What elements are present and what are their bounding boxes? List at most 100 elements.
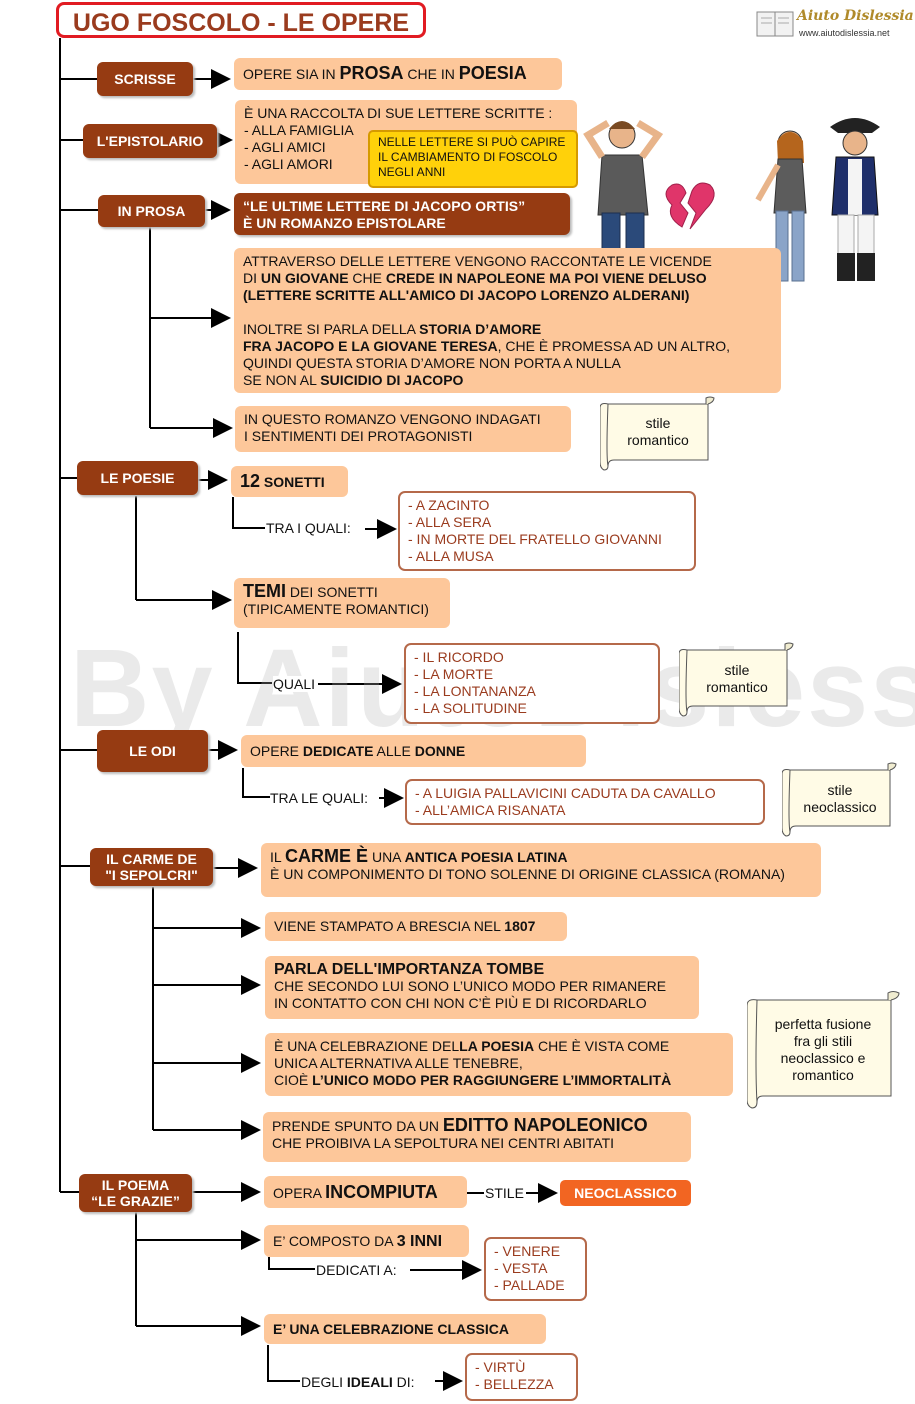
note-line: NELLE LETTERE SI PUÒ CAPIRE — [378, 135, 566, 149]
text-bold: 1807 — [504, 918, 536, 934]
prosa-title-box: “LE ULTIME LETTERE DI JACOPO ORTIS” È UN… — [234, 193, 570, 235]
note-line: IL CAMBIAMENTO DI FOSCOLO — [378, 150, 558, 164]
text-line: INOLTRE SI PARLA DELLA STORIA D’AMORE — [243, 321, 772, 338]
style-line: neoclassico e — [780, 1050, 866, 1066]
list-item: - VENERE — [494, 1243, 561, 1259]
odi-list: - A LUIGIA PALLAVICINI CADUTA DA CAVALLO… — [405, 779, 765, 825]
temi-list: - IL RICORDO - LA MORTE - LA LONTANANZA … — [404, 643, 660, 724]
text-bold: DONNE — [414, 743, 466, 759]
category-grazie: IL POEMA “LE GRAZIE” — [79, 1174, 192, 1212]
text-line: È UNA CELEBRAZIONE DELLA POESIA CHE È VI… — [274, 1038, 724, 1055]
list-item: - LA MORTE — [414, 666, 494, 682]
text: SE NON AL — [243, 372, 321, 388]
text-bold: CARME È — [285, 846, 369, 866]
logo: Aiuto Dislessia www.aiutodislessia.net — [755, 6, 914, 42]
category-label: IL CARME DE — [106, 851, 197, 867]
category-label: IL POEMA — [101, 1177, 170, 1193]
text-line: (LETTERE SCRITTE ALL'AMICO DI JACOPO LOR… — [243, 287, 772, 304]
list-item: - A ZACINTO — [408, 497, 490, 513]
list-item: - ALLA MUSA — [408, 548, 494, 564]
text-line: (TIPICAMENTE ROMANTICI) — [243, 601, 429, 617]
broken-heart-icon — [665, 182, 715, 230]
sonetti-list: - A ZACINTO - ALLA SERA - IN MORTE DEL F… — [398, 491, 696, 571]
prosa-feelings-box: IN QUESTO ROMANZO VENGONO INDAGATI I SEN… — [235, 406, 571, 452]
text: E’ COMPOSTO DA — [273, 1233, 397, 1249]
text-line: IN CONTATTO CON CHI NON C’È PIÙ E DI RIC… — [274, 995, 647, 1011]
neoclassico-badge: NEOCLASSICO — [560, 1180, 691, 1206]
style-line: perfetta fusione — [774, 1016, 872, 1032]
text: DI — [243, 270, 261, 286]
logo-name: Aiuto Dislessia — [797, 8, 914, 24]
category-odi: LE ODI — [97, 730, 208, 772]
text: È UNA CELEBRAZIONE DEL — [274, 1038, 460, 1054]
text: CHE — [348, 270, 386, 286]
text-bold: POESIA — [458, 63, 527, 83]
text-line: È UN COMPONIMENTO DI TONO SOLENNE DI ORI… — [270, 866, 785, 882]
list-item: - VESTA — [494, 1260, 548, 1276]
category-label: L'EPISTOLARIO — [96, 133, 204, 149]
text: DEGLI — [301, 1374, 347, 1390]
text-line: I SENTIMENTI DEI PROTAGONISTI — [244, 428, 473, 444]
text: IL — [270, 849, 286, 865]
category-label: LE ODI — [129, 743, 176, 759]
text: OPERA — [273, 1185, 326, 1201]
text-line: PRENDE SPUNTO DA UN EDITTO NAPOLEONICO — [272, 1115, 682, 1135]
text-line: È UN ROMANZO EPISTOLARE — [243, 215, 446, 231]
label-stile: STILE — [485, 1185, 524, 1201]
style-scroll-romantico-1: stile romantico — [600, 396, 716, 472]
category-label: “LE GRAZIE” — [91, 1193, 180, 1209]
text-bold: (LETTERE SCRITTE ALL'AMICO DI JACOPO LOR… — [243, 287, 690, 303]
text-bold: PROSA — [339, 63, 404, 83]
list-item: - IL RICORDO — [414, 649, 504, 665]
category-label: IN PROSA — [117, 203, 186, 219]
text: , CHE È PROMESSA AD UN ALTRO, — [497, 338, 730, 354]
list-item: - VIRTÙ — [475, 1359, 526, 1375]
text-line: CHE SECONDO LUI SONO L’UNICO MODO PER RI… — [274, 978, 667, 994]
text-bold: 3 INNI — [396, 1233, 443, 1250]
list-item: - ALLA FAMIGLIA — [244, 122, 354, 138]
text-bold: 12 — [240, 471, 261, 491]
grazie-inni-box: E’ COMPOSTO DA 3 INNI — [264, 1225, 469, 1257]
text-line: È UNA RACCOLTA DI SUE LETTERE SCRITTE : — [244, 105, 553, 121]
style-scroll-neoclassico: stile neoclassico — [782, 762, 898, 838]
ideali-list: - VIRTÙ - BELLEZZA — [465, 1353, 578, 1401]
prosa-description-box: ATTRAVERSO DELLE LETTERE VENGONO RACCONT… — [234, 248, 781, 393]
scroll-icon — [679, 642, 794, 717]
scroll-icon — [747, 991, 900, 1109]
style-line: stile — [827, 782, 853, 798]
label-quali: QUALI — [273, 676, 316, 692]
text: OPERE — [250, 743, 303, 759]
style-line: fra gli stili — [793, 1033, 853, 1049]
text-line: FRA JACOPO E LA GIOVANE TERESA, CHE È PR… — [243, 338, 772, 355]
text-line: UNICA ALTERNATIVA ALLE TENEBRE, — [274, 1055, 523, 1071]
logo-url: www.aiutodislessia.net — [799, 28, 890, 38]
text-line: IN QUESTO ROMANZO VENGONO INDAGATI — [244, 411, 541, 427]
text: OPERE SIA IN — [243, 66, 340, 82]
text-bold: LA POESIA — [459, 1038, 535, 1054]
carme-tombe-box: PARLA DELL'IMPORTANZA TOMBE CHE SECONDO … — [265, 956, 699, 1019]
label-degli-ideali: DEGLI IDEALI DI: — [301, 1374, 415, 1390]
category-carme: IL CARME DE "I SEPOLCRI" — [90, 848, 213, 886]
text-line: PARLA DELL'IMPORTANZA TOMBE — [274, 961, 545, 978]
text-bold: UN GIOVANE — [260, 270, 349, 286]
carme-definition-box: IL CARME È UNA ANTICA POESIA LATINA È UN… — [261, 843, 821, 897]
text-bold: EDITTO NAPOLEONICO — [442, 1115, 648, 1135]
scrisse-box: OPERE SIA IN PROSA CHE IN POESIA — [234, 58, 562, 90]
list-item: - A LUIGIA PALLAVICINI CADUTA DA CAVALLO — [415, 785, 716, 801]
style-line: romantico — [706, 679, 768, 695]
list-item: - IN MORTE DEL FRATELLO GIOVANNI — [408, 531, 662, 547]
page-title: UGO FOSCOLO - LE OPERE — [56, 2, 426, 38]
text-line: SE NON AL SUICIDIO DI JACOPO — [243, 372, 772, 389]
text-bold: FRA JACOPO E LA GIOVANE TERESA — [243, 338, 498, 354]
text: PRENDE SPUNTO DA UN — [272, 1118, 443, 1134]
text: CHE È VISTA COME — [534, 1038, 670, 1054]
text-line: IL CARME È UNA ANTICA POESIA LATINA — [270, 846, 812, 866]
temi-box: TEMI DEI SONETTI (TIPICAMENTE ROMANTICI) — [234, 578, 450, 628]
style-scroll-fusione: perfetta fusione fra gli stili neoclassi… — [747, 990, 901, 1112]
text-bold: IDEALI — [346, 1374, 393, 1390]
label-tra-i-quali: TRA I QUALI: — [266, 520, 351, 536]
text-line: CIOÈ L’UNICO MODO PER RAGGIUNGERE L’IMMO… — [274, 1072, 724, 1089]
text-line: “LE ULTIME LETTERE DI JACOPO ORTIS” — [243, 198, 526, 214]
text-line: ATTRAVERSO DELLE LETTERE VENGONO RACCONT… — [243, 253, 772, 270]
note-line: NEGLI ANNI — [378, 165, 446, 179]
